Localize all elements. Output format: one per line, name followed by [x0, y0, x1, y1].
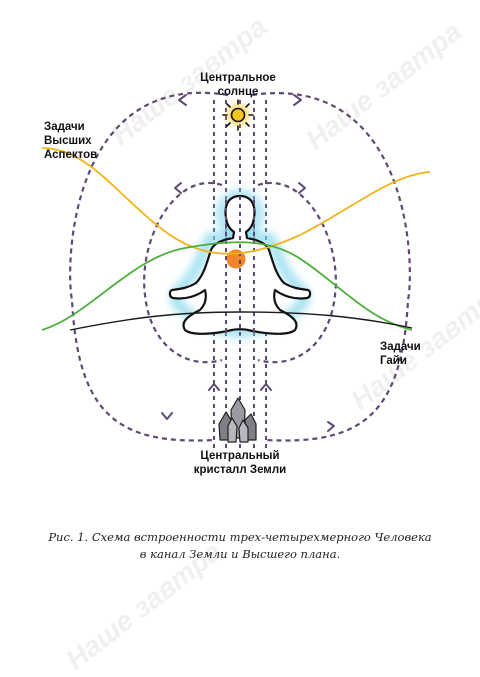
- central-sun-label: Центральное солнце: [200, 72, 276, 98]
- gaia-tasks-label: Задачи Гайи: [380, 341, 421, 367]
- sun-icon: [222, 99, 254, 131]
- outer-loop-left: [69, 91, 229, 442]
- caption-line: Рис. 1. Схема встроенности трех-четырехм…: [48, 530, 432, 544]
- earth-crystal-label: Центральный кристалл Земли: [193, 450, 287, 476]
- inner-energy-loops: [143, 181, 337, 364]
- arrow-icon: [161, 412, 173, 420]
- arrow-icon: [293, 94, 302, 106]
- higher-aspects-label: Задачи Высших Аспектов: [44, 121, 98, 161]
- inner-loop-left: [143, 181, 223, 364]
- outer-energy-loops: [69, 91, 411, 442]
- inner-loop-right: [257, 181, 337, 364]
- arrow-icon: [208, 383, 220, 391]
- page: Наше завтра Наше завтра Наше завтра Наше…: [40, 11, 480, 676]
- crystal-icon: [218, 397, 257, 443]
- gaia-green-line: [41, 241, 413, 331]
- arrow-icon: [178, 94, 187, 106]
- arrow-icon: [260, 383, 272, 391]
- gaia-black-line: [69, 311, 413, 331]
- vertical-channel: [213, 100, 267, 450]
- figure-caption: Рис. 1. Схема встроенности трех-четырехм…: [40, 529, 440, 563]
- outer-loop-right: [251, 92, 411, 442]
- higher-aspects-line: [41, 147, 431, 255]
- caption-line: в канал Земли и Высшего плана.: [139, 547, 341, 561]
- arrow-icon: [298, 182, 306, 194]
- diagram-canvas: [41, 91, 431, 450]
- arrow-icon: [327, 421, 335, 432]
- arrow-icon: [174, 182, 182, 194]
